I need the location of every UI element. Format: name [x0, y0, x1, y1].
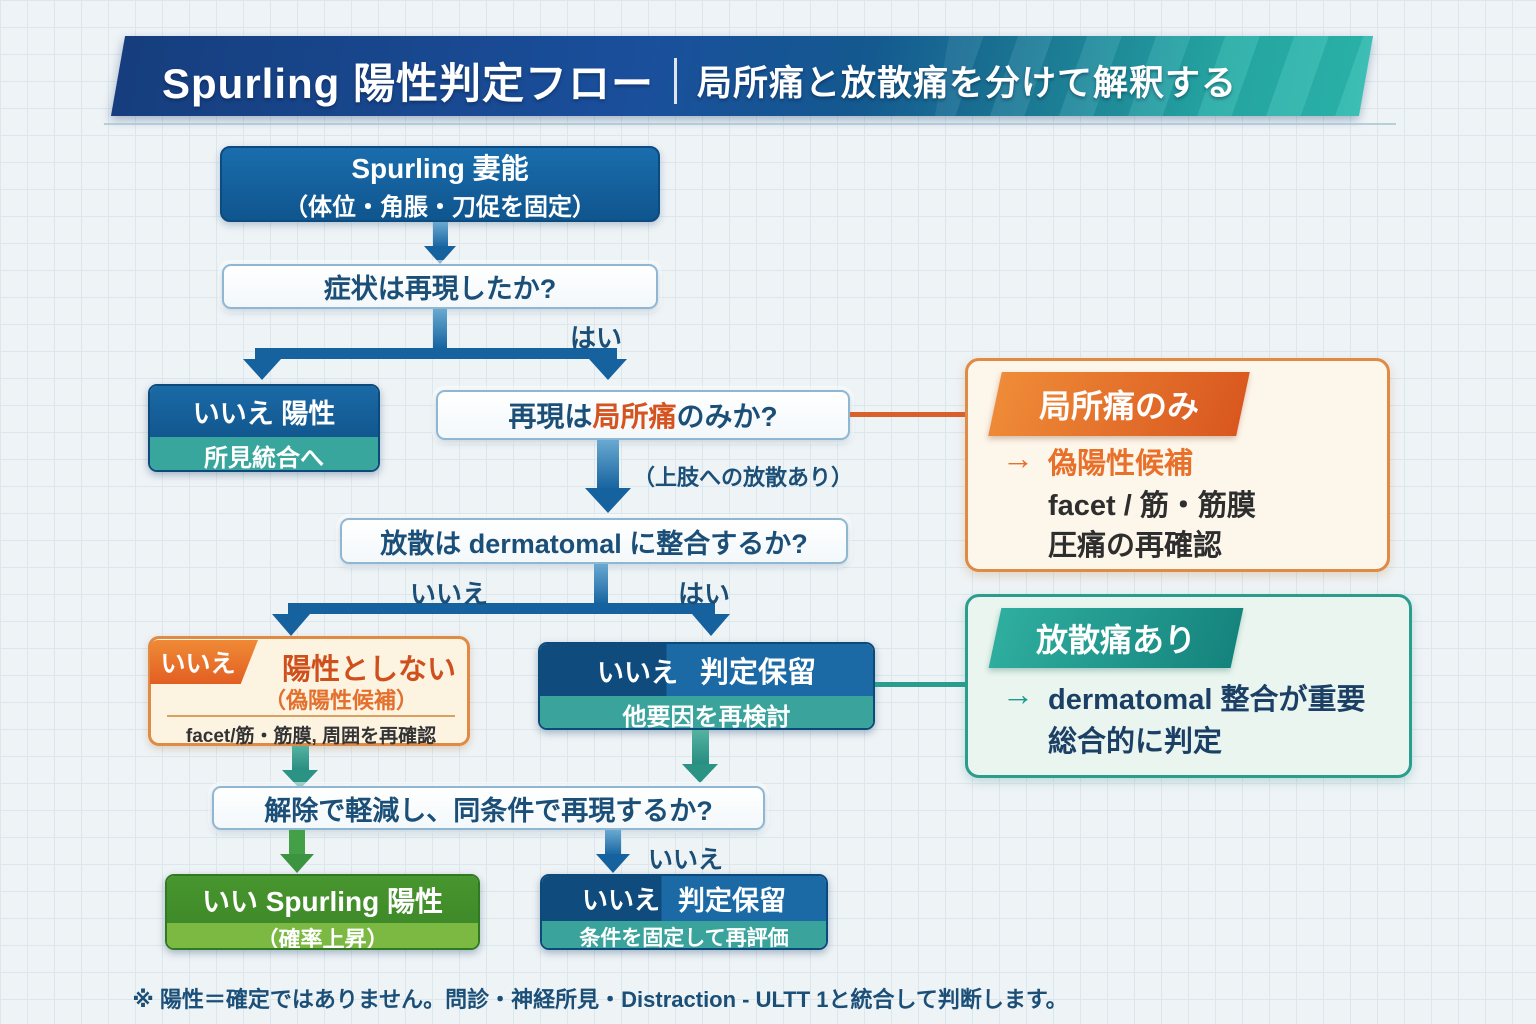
- label-q4-no: いいえ: [648, 846, 724, 874]
- callout-radiating-line1: dermatomal 整合が重要: [1048, 684, 1366, 716]
- start-node-line1: Spurling 妻能: [351, 152, 529, 184]
- arrowhead-q3-no: [272, 614, 310, 636]
- result-hold2-badge: いいえ: [581, 885, 660, 915]
- arrowhead-q3-yes: [692, 614, 730, 636]
- question-local-only-post: のみか?: [676, 401, 778, 432]
- question-symptom-reproduced: 症状は再現したか?: [222, 264, 658, 309]
- connector-hold-callout-radiating: [875, 682, 965, 687]
- result-not-positive: いいえ 陽性としない （偽陽性候補） facet/筋・筋膜, 周囲を再確認: [148, 636, 470, 747]
- header-underline: [104, 123, 1396, 125]
- start-node-line2: （体位・角脹・刀促を固定）: [284, 193, 596, 221]
- arrowhead-q1-no: [243, 359, 281, 380]
- arrowhead-q4-hold2: [596, 854, 630, 873]
- result-hold-subtitle: 他要因を再検討: [540, 696, 873, 728]
- arrowhead-q2-q3: [585, 488, 631, 513]
- connector-q3-bar: [288, 603, 715, 614]
- label-q3-yes: はい: [678, 579, 731, 609]
- callout-local-pain-ribbon: 局所痛のみ: [988, 372, 1250, 436]
- callout-local-line2: facet / 筋・筋膜: [1048, 490, 1256, 522]
- arrowhead-q1-yes: [589, 359, 627, 380]
- question-local-only: 再現は 局所痛 のみか?: [436, 390, 850, 440]
- result-negative-line1: いいえ 陽性: [150, 386, 378, 437]
- start-node: Spurling 妻能 （体位・角脹・刀促を固定）: [220, 146, 660, 222]
- result-not-positive-subtitle: （偽陽性候補）: [263, 688, 418, 713]
- result-hold2-title: 判定保留: [678, 886, 786, 916]
- arrowhead-hold-q4: [682, 764, 718, 783]
- arrow-start-q1: [433, 222, 448, 248]
- callout-radiating-pain-title: 放散痛あり: [1035, 622, 1196, 658]
- question-release-reproduce-text: 解除で軽減し、同条件で再現するか?: [264, 795, 713, 826]
- result-hold: いいえ 判定保留 他要因を再検討: [538, 642, 875, 730]
- callout-local-line3: 圧痛の再確認: [1048, 530, 1223, 562]
- question-symptom-reproduced-text: 症状は再現したか?: [323, 274, 557, 304]
- footnote: ※ 陽性＝確定ではありません。問診・神経所見・Distraction - ULT…: [132, 987, 1068, 1012]
- page-title: Spurling 陽性判定フロー 局所痛と放散痛を分けて解釈する: [162, 50, 1237, 111]
- result-negative-line2: 所見統合へ: [150, 437, 378, 470]
- arrowhead-notpositive-q4: [282, 770, 318, 789]
- arrowhead-start-q1: [424, 246, 456, 264]
- title-divider: [674, 57, 677, 104]
- question-local-only-pre: 再現は: [508, 401, 593, 432]
- arrowhead-q4-positive: [280, 854, 314, 873]
- result-hold-badge: いいえ: [596, 657, 678, 688]
- label-radiation-note: （上肢への放散あり）: [633, 465, 854, 490]
- result-not-positive-divider: [167, 715, 455, 717]
- result-positive-line1: いい Spurling 陽性: [167, 876, 478, 923]
- connector-q1-bar: [255, 348, 617, 359]
- question-dermatomal: 放散は dermatomal に整合するか?: [340, 518, 848, 564]
- result-positive: いい Spurling 陽性 （確率上昇）: [165, 874, 480, 950]
- page-title-sub: 局所痛と放散痛を分けて解釈する: [697, 64, 1238, 103]
- callout-radiating-line2: 総合的に判定: [1048, 726, 1223, 758]
- page-title-main: Spurling 陽性判定フロー: [162, 60, 654, 107]
- callout-radiating-pain-ribbon: 放散痛あり: [988, 608, 1244, 668]
- arrow-q4-positive: [289, 830, 305, 856]
- callout-local-line1: 偽陽性候補: [1048, 448, 1194, 480]
- result-hold2: いいえ 判定保留 条件を固定して再評価: [540, 874, 828, 950]
- label-q1-yes: はい: [570, 323, 623, 353]
- arrow-hold-q4: [692, 730, 709, 766]
- connector-q3-stem: [594, 564, 608, 605]
- label-q3-no: いいえ: [410, 579, 489, 609]
- arrow-notpositive-q4: [292, 746, 309, 772]
- result-not-positive-badge: いいえ: [150, 640, 258, 684]
- callout-local-arrow-icon: →: [1002, 440, 1034, 476]
- question-release-reproduce: 解除で軽減し、同条件で再現するか?: [212, 786, 765, 830]
- result-positive-line2: （確率上昇）: [167, 923, 478, 948]
- question-local-only-highlight: 局所痛: [592, 401, 677, 432]
- arrow-q2-q3: [597, 440, 619, 490]
- result-hold-title: 判定保留: [699, 657, 816, 689]
- result-hold2-subtitle: 条件を固定して再評価: [542, 921, 826, 948]
- connector-q1-stem: [433, 309, 447, 349]
- question-dermatomal-text: 放散は dermatomal に整合するか?: [380, 528, 808, 559]
- connector-q2-callout-local: [850, 412, 966, 417]
- result-not-positive-title: 陽性としない: [281, 654, 456, 686]
- callout-local-pain-title: 局所痛のみ: [1038, 388, 1199, 424]
- result-not-positive-detail: facet/筋・筋膜, 周囲を再確認: [185, 726, 437, 747]
- arrow-q4-hold2: [605, 830, 621, 856]
- result-negative: いいえ 陽性 所見統合へ: [148, 384, 380, 472]
- callout-radiating-arrow-icon: →: [1002, 676, 1034, 712]
